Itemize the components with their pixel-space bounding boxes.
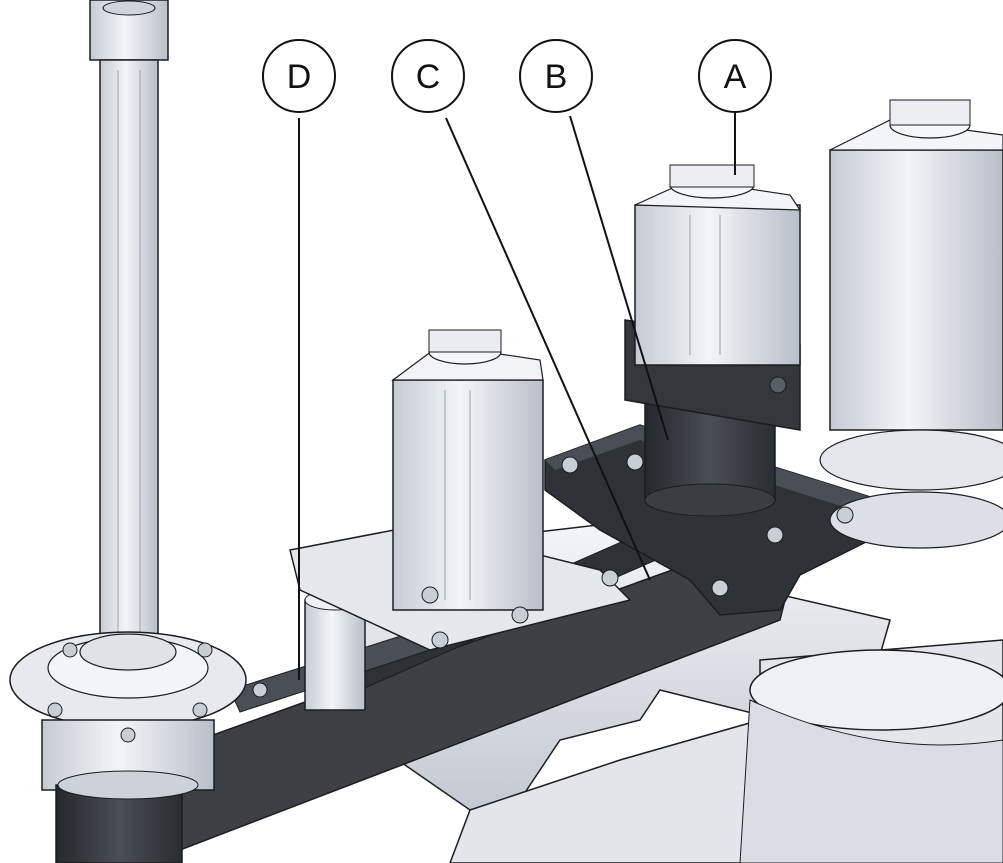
callout-label-a: A (724, 58, 747, 96)
callout-label-d: D (287, 58, 312, 96)
callout-c: C (391, 39, 651, 581)
right-motor (819, 99, 1003, 549)
callout-label-c: C (416, 58, 441, 96)
leader-line-b (569, 115, 669, 441)
callout-d: D (262, 39, 336, 680)
spline-shaft (89, 0, 169, 651)
motor-a (634, 164, 802, 366)
leader-line-c (445, 117, 651, 581)
base-housing (449, 639, 1003, 863)
bolt-heads (47, 453, 854, 743)
middle-motor (289, 329, 632, 651)
callout-a: A (698, 39, 772, 175)
callout-label-b: B (545, 58, 568, 96)
callout-b: B (519, 39, 669, 441)
